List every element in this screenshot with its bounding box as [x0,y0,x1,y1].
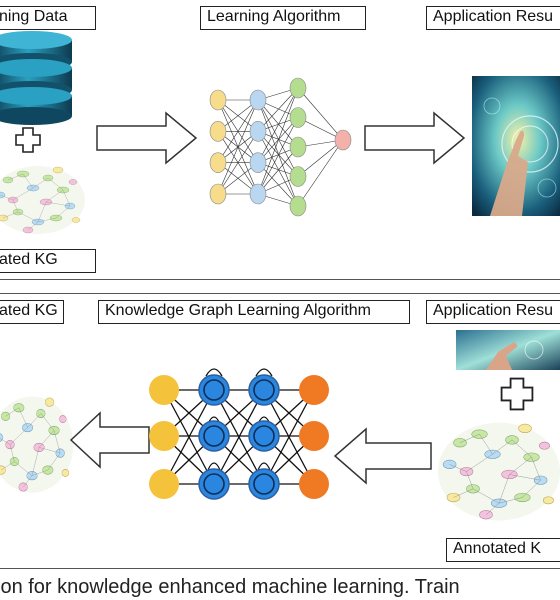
plus-icon [15,127,41,153]
annotated-kg-label: ated KG [0,249,96,273]
application-result-label: Application Resu [426,6,560,30]
knowledge-graph-icon [437,422,560,521]
connection-line [257,131,299,207]
neuron-node [249,183,267,205]
connection-line [257,87,299,163]
annotated-kg-input-label: ated KG [0,300,64,324]
neuron-node [209,183,227,205]
knowledge-graph-icon [0,396,74,493]
touch-screen-image [456,330,560,370]
connection-line [163,389,215,485]
arrow-left-icon [333,427,432,485]
connection-line [297,87,344,141]
neuron-inner-ring [203,473,225,495]
connection-line [217,99,259,195]
neuron-node [149,469,179,499]
neuron-inner-ring [253,379,275,401]
learning-algorithm-label: Learning Algorithm [200,6,366,30]
neuron-node [289,77,307,99]
neuron-node [299,469,329,499]
neuron-node [289,166,307,187]
neural-network-icon [149,368,329,500]
connection-line [257,162,299,207]
training-data-label: ning Data [0,6,96,30]
neuron-node [299,375,329,405]
neuron-node [249,89,267,111]
connection-line [257,146,299,195]
connection-line [213,389,265,485]
application-result-label: Application Resu [426,300,560,324]
neuron-node [249,121,267,142]
neuron-inner-ring [253,473,275,495]
connection-line [257,117,299,195]
recurrent-loop [205,368,223,377]
neuron-node [334,129,352,151]
neuron-node [289,136,307,158]
connection-line [257,117,299,163]
neuron-node [209,121,227,142]
recurrent-loop [257,462,271,471]
connection-line [257,131,299,177]
connection-line [257,99,299,177]
connection-line [217,99,259,163]
figure-caption: ion for knowledge enhanced machine learn… [0,576,460,598]
connection-line [257,99,299,148]
neuron-inner-ring [253,425,275,447]
neuron-node [249,152,267,173]
kg-learning-algorithm-label: Knowledge Graph Learning Algorithm [98,300,410,324]
neuron-node [289,107,307,128]
arrow-left-icon [69,411,150,469]
annotated-kg-output-label: Annotated K [446,538,560,562]
recurrent-loop [255,368,273,377]
connection-line [217,131,259,195]
database-icon [0,31,72,125]
connection-line [263,389,315,485]
plus-icon [500,377,534,411]
connection-line [257,99,299,207]
neuron-node [209,89,227,111]
neuron-node [149,421,179,451]
neuron-node [209,152,227,173]
connection-line [297,139,344,207]
neuron-node [299,421,329,451]
arrow-right-icon [96,111,198,165]
neuron-node [149,375,179,405]
neuron-inner-ring [203,379,225,401]
neuron-node [289,195,307,217]
arrow-right-icon [364,111,466,165]
connection-line [257,87,299,195]
neural-network-icon [209,77,352,217]
touch-screen-image [472,76,560,216]
recurrent-loop [207,462,221,471]
connection-line [257,87,299,132]
neuron-inner-ring [203,425,225,447]
connection-line [297,139,344,177]
knowledge-graph-icon [0,166,85,234]
